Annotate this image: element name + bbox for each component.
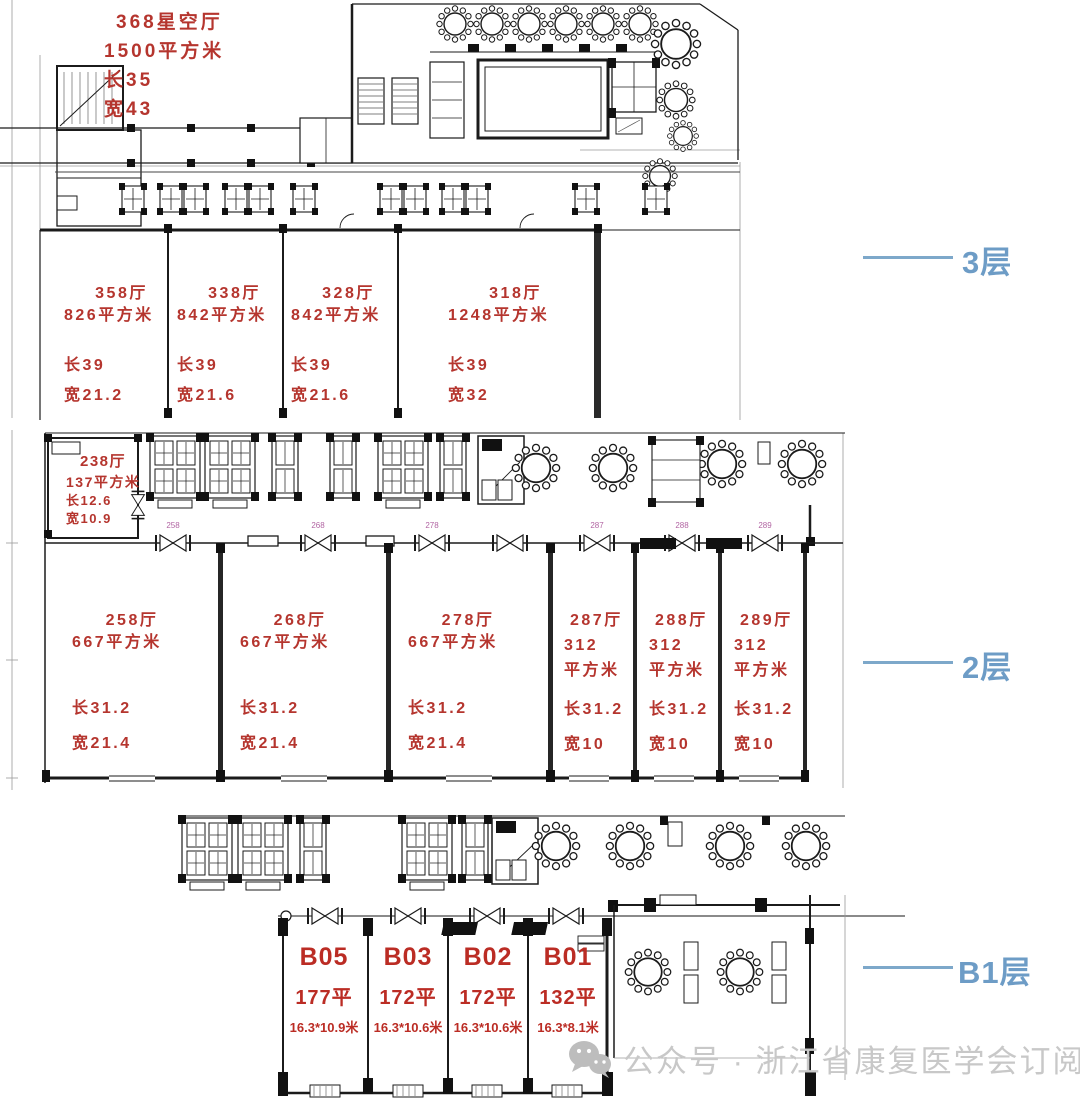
room-label-b02: B02 172平 16.3*10.6米 [444, 942, 532, 1036]
room-label-b03: B03 172平 16.3*10.6米 [364, 942, 452, 1036]
hall-name: 368星空厅 [116, 12, 223, 33]
hall-label-368: 368星空厅 1500平方米 长35 宽43 [104, 8, 224, 124]
hall-width: 宽43 [104, 99, 154, 120]
hall-area-unit: 平方米 [734, 662, 790, 679]
hall-label-289: 289厅 312 平方米 长31.2 宽10 [734, 608, 806, 757]
hall-width: 宽32 [448, 387, 490, 404]
hall-length: 长39 [291, 357, 333, 374]
hall-label-288: 288厅 312 平方米 长31.2 宽10 [649, 608, 721, 757]
room-name: B02 [463, 943, 513, 971]
hall-label-287: 287厅 312 平方米 长31.2 宽10 [564, 608, 636, 757]
hall-width: 宽21.4 [240, 735, 300, 752]
hall-name: 289厅 [740, 612, 793, 629]
door-number: 258 [166, 521, 180, 530]
room-area: 177平 [295, 987, 353, 1009]
hall-area: 1248平方米 [448, 307, 550, 324]
hall-length: 长39 [177, 357, 219, 374]
hall-length: 长31.2 [564, 701, 624, 718]
wechat-icon [569, 1040, 611, 1078]
hall-name: 358厅 [95, 285, 148, 302]
hall-name: 268厅 [273, 612, 327, 629]
hall-label-278: 278厅 667平方米 长31.2 宽21.4 [408, 610, 528, 755]
hall-name: 238厅 [80, 453, 127, 470]
room-dims: 16.3*8.1米 [537, 1020, 599, 1035]
door-number: 268 [311, 521, 325, 530]
room-label-b01: B01 132平 16.3*8.1米 [524, 942, 612, 1036]
leader-line-b1 [863, 966, 953, 969]
room-name: B05 [299, 943, 349, 971]
room-area: 172平 [379, 987, 437, 1009]
hall-area: 667平方米 [408, 634, 498, 651]
hall-area: 667平方米 [240, 634, 330, 651]
hall-area: 312 [649, 637, 684, 654]
room-label-b05: B05 177平 16.3*10.9米 [280, 942, 368, 1036]
hall-label-258: 258厅 667平方米 长31.2 宽21.4 [72, 610, 192, 755]
room-dims: 16.3*10.6米 [453, 1020, 523, 1035]
room-name: B03 [383, 943, 433, 971]
hall-width: 宽10 [734, 736, 776, 753]
hall-length: 长12.6 [66, 493, 112, 508]
hall-length: 长39 [448, 357, 490, 374]
hall-length: 长31.2 [734, 701, 794, 718]
b1-plan [177, 814, 905, 1098]
hall-label-338: 338厅 842平方米 长39 宽21.6 [177, 283, 292, 407]
hall-width: 宽21.2 [64, 387, 124, 404]
hall-label-328: 328厅 842平方米 长39 宽21.6 [291, 283, 406, 407]
hall-area: 826平方米 [64, 307, 154, 324]
hall-area: 312 [734, 637, 769, 654]
hall-name: 338厅 [208, 285, 261, 302]
hall-length: 长31.2 [408, 700, 468, 717]
hall-area: 137平方米 [66, 474, 141, 490]
hall-name: 318厅 [489, 285, 542, 302]
room-area: 132平 [539, 987, 597, 1009]
hall-name: 278厅 [441, 612, 495, 629]
floor3-plan [0, 0, 741, 420]
hall-label-238: 238厅 137平方米 长12.6 宽10.9 [66, 452, 166, 528]
floor-label-3f: 3层 [962, 245, 1013, 280]
door-number: 287 [590, 521, 604, 530]
floor-label-2f: 2层 [962, 650, 1013, 685]
hall-area: 1500平方米 [104, 41, 225, 62]
hall-length: 长31.2 [649, 701, 709, 718]
hall-area: 667平方米 [72, 634, 162, 651]
hall-name: 328厅 [322, 285, 375, 302]
hall-width: 宽21.6 [291, 387, 351, 404]
hall-area: 312 [564, 637, 599, 654]
hall-length: 长39 [64, 357, 106, 374]
leader-line-2f [863, 661, 953, 664]
door-number: 278 [425, 521, 439, 530]
room-area: 172平 [459, 987, 517, 1009]
door-number: 288 [675, 521, 689, 530]
hall-label-268: 268厅 667平方米 长31.2 宽21.4 [240, 610, 360, 755]
hall-area-unit: 平方米 [564, 662, 620, 679]
hall-label-318: 318厅 1248平方米 长39 宽32 [448, 283, 583, 407]
hall-width: 宽21.4 [72, 735, 132, 752]
hall-name: 287厅 [570, 612, 623, 629]
hall-length: 长35 [104, 70, 154, 91]
floor2-plan [6, 430, 845, 790]
room-name: B01 [543, 943, 593, 971]
hall-name: 258厅 [105, 612, 159, 629]
room-dims: 16.3*10.9米 [289, 1020, 359, 1035]
hall-area: 842平方米 [291, 307, 381, 324]
hall-name: 288厅 [655, 612, 708, 629]
floor-label-b1: B1层 [958, 955, 1032, 990]
leader-line-3f [863, 256, 953, 259]
hall-width: 宽21.6 [177, 387, 237, 404]
watermark: 公众号 · 浙江省康复医学会订阅 [565, 1036, 1080, 1081]
hall-width: 宽10 [564, 736, 606, 753]
hall-width: 宽10.9 [66, 511, 112, 526]
hall-width: 宽21.4 [408, 735, 468, 752]
hall-label-358: 358厅 826平方米 长39 宽21.2 [64, 283, 179, 407]
room-dims: 16.3*10.6米 [373, 1020, 443, 1035]
hall-width: 宽10 [649, 736, 691, 753]
hall-area: 842平方米 [177, 307, 267, 324]
door-number: 289 [758, 521, 772, 530]
hall-length: 长31.2 [240, 700, 300, 717]
hall-length: 长31.2 [72, 700, 132, 717]
watermark-text: 公众号 · 浙江省康复医学会订阅 [623, 1044, 1080, 1079]
hall-area-unit: 平方米 [649, 662, 705, 679]
